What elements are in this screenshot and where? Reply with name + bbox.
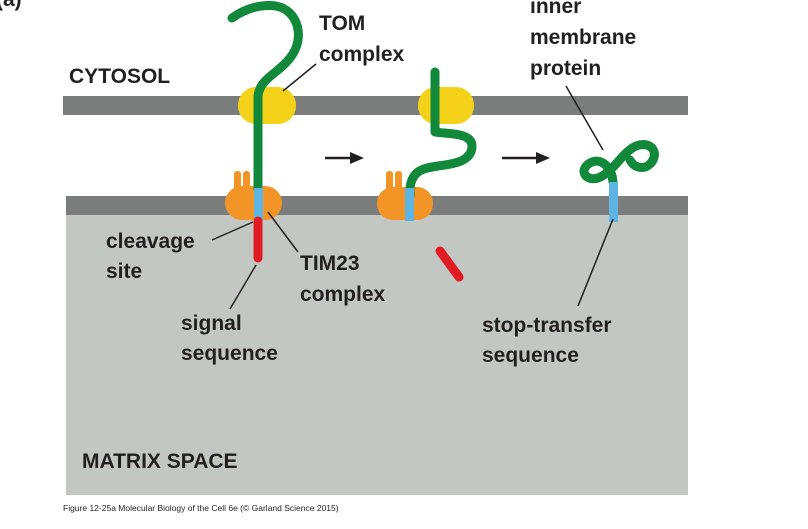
matrix-space (66, 213, 688, 495)
tim23-ear (395, 171, 402, 191)
tom-complex-1 (238, 87, 296, 124)
stop-transfer-segment-3 (609, 182, 618, 222)
stop-transfer-leader (577, 218, 614, 307)
cleavage-label-line1: cleavage (106, 230, 195, 253)
tim23-ear (234, 171, 241, 191)
tom-leader (282, 63, 317, 92)
translocating-protein (405, 67, 477, 201)
tim23-label-line2: complex (300, 283, 386, 306)
tom-label-line2: complex (319, 43, 405, 66)
tim23-ear (386, 171, 393, 191)
inner-membrane (66, 196, 688, 215)
matrix-space-label: MATRIX SPACE (82, 450, 238, 473)
stop-transfer-label-line1: stop-transfer (482, 314, 612, 337)
tom-label-line1: TOM (319, 12, 365, 35)
stop-transfer-segment-1 (254, 188, 263, 221)
cytosol-label: CYTOSOL (69, 65, 170, 88)
inner-membrane-protein-domain (579, 140, 659, 187)
outer-membrane (63, 96, 688, 115)
cleavage-label-line2: site (106, 260, 142, 283)
signal-label-line1: signal (181, 312, 242, 335)
inner-protein-label-line1: inner (530, 0, 581, 18)
cleavage-leader (211, 221, 254, 241)
arrow-2-head (536, 152, 550, 164)
tim23-leader (267, 211, 299, 253)
tom-complex-2 (418, 87, 474, 124)
cleaved-signal-sequence (435, 246, 464, 282)
inner-protein-label-line2: membrane (530, 26, 636, 49)
precursor-protein (227, 1, 303, 195)
signal-leader (229, 264, 257, 310)
inner-protein-leader (565, 85, 604, 151)
signal-label-line2: sequence (181, 342, 278, 365)
tim23-complex-1 (225, 186, 282, 220)
panel-letter: (a) (0, 0, 22, 11)
arrow-1-head (350, 152, 364, 164)
figure-caption: Figure 12-25a Molecular Biology of the C… (63, 503, 339, 513)
stop-transfer-label-line2: sequence (482, 344, 579, 367)
inner-protein-label-line3: protein (530, 57, 601, 80)
tim23-label-line1: TIM23 (300, 252, 360, 275)
stop-transfer-segment-2 (405, 188, 414, 221)
